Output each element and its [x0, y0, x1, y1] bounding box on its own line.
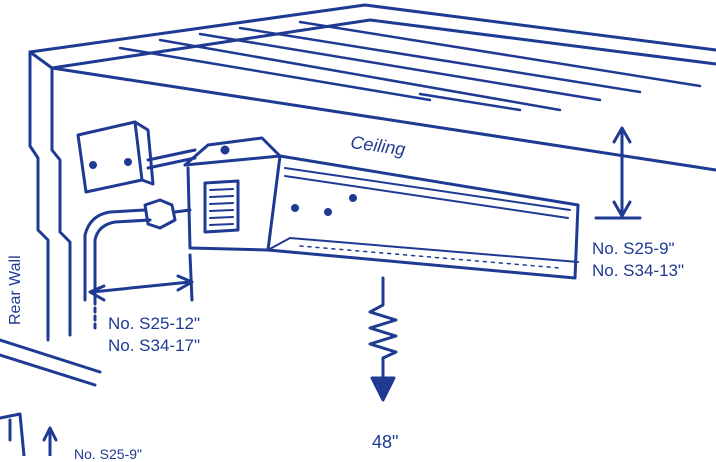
right-clearance-s25-label: No. S25-9" — [592, 239, 675, 258]
rear-wall — [0, 50, 102, 387]
rear-wall-label: Rear Wall — [7, 255, 24, 325]
ceiling-clearance-arrow — [594, 126, 642, 220]
bottom-partial-label: No. S25-9" — [74, 446, 143, 462]
ceiling-slab — [28, 3, 716, 172]
left-clearance-s25-label: No. S25-12" — [108, 314, 201, 333]
heater-unit — [183, 136, 580, 280]
right-clearance-s34-label: No. S34-13" — [592, 261, 685, 280]
heat-wave-arrow — [368, 276, 398, 402]
partial-object — [0, 412, 58, 456]
left-clearance-s34-label: No. S34-17" — [108, 336, 201, 355]
wall-clearance-arrow — [88, 253, 194, 302]
power-cord — [83, 198, 192, 332]
junction-box — [76, 120, 197, 194]
drop-distance-label: 48" — [372, 432, 399, 452]
